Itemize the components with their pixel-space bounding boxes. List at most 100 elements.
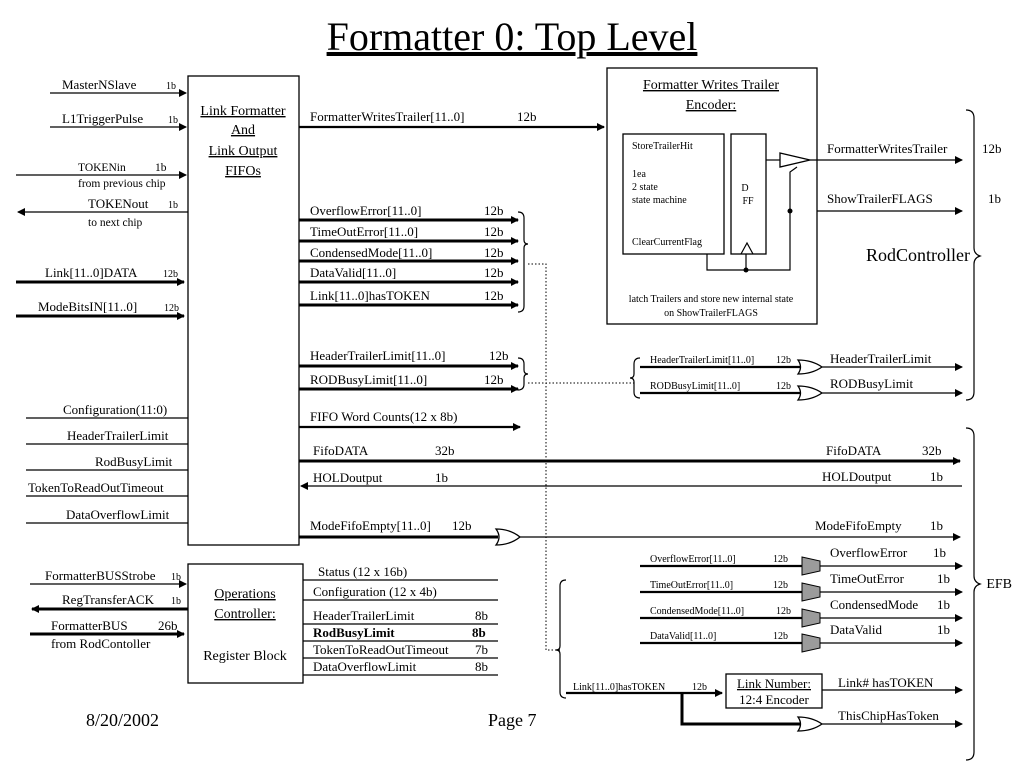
lf-out-fifodata: FifoDATA <box>313 443 369 458</box>
state-machine-line-2: 2 state <box>632 182 658 193</box>
gate-in-overflowerror: OverflowError[11..0] <box>650 554 736 565</box>
link-number-label-1: Link Number: <box>737 676 811 691</box>
right-out-linkhastoken: Link# hasTOKEN <box>838 675 934 690</box>
right-out-rodbusylimit: RODBusyLimit <box>830 376 913 391</box>
right-out-showtrailerflags: ShowTrailerFLAGS <box>827 191 933 206</box>
mux-gate-overflowerror <box>801 556 821 576</box>
lf-out-fifodata-width: 32b <box>435 443 455 458</box>
config-input-dataoverflowlimit: DataOverflowLimit <box>66 507 170 522</box>
input-l1triggerpulse-width: 1b <box>168 115 178 126</box>
bus-output-regtransferack-label: RegTransferACK <box>62 592 155 607</box>
right-out-datavalid-width: 1b <box>937 622 950 637</box>
config-input-configuration: Configuration(11:0) <box>63 402 167 417</box>
lf-out-datavalid: DataValid[11..0] <box>310 265 396 280</box>
bus-input-formatterbus-width: 26b <box>158 618 178 633</box>
output-tokenout-label: TOKENout <box>88 196 149 211</box>
state-machine-clear: ClearCurrentFlag <box>632 237 702 248</box>
lf-in-holdoutput-width: 1b <box>435 470 448 485</box>
right-out-condensedmode-width: 1b <box>937 597 950 612</box>
link-formatter-label-2: And <box>231 123 255 138</box>
operations-controller-block <box>187 563 304 684</box>
mux-gate-timeouterror <box>801 582 821 602</box>
bus-input-strobe-label: FormatterBUSStrobe <box>45 568 156 583</box>
state-machine-line-3: state machine <box>632 195 687 206</box>
footer-date: 8/20/2002 <box>86 710 159 730</box>
lf-out-formatterwritestrailer-width: 12b <box>517 109 537 124</box>
dff-label-2: FF <box>742 196 754 207</box>
right-out-showtrailerflags-width: 1b <box>988 191 1001 206</box>
lf-out-linkhastoken: Link[11..0]hasTOKEN <box>310 288 430 303</box>
lf-in-holdoutput: HOLDoutput <box>313 470 383 485</box>
right-out-fifodata: FifoDATA <box>826 443 882 458</box>
ops-out-configuration: Configuration (12 x 4b) <box>313 584 437 599</box>
state-machine-line-1: 1ea <box>632 169 646 180</box>
lf-out-rodbusylimit: RODBusyLimit[11..0] <box>310 372 427 387</box>
lf-out-fifowordcounts: FIFO Word Counts(12 x 8b) <box>310 409 458 424</box>
ops-label-1: Operations <box>214 587 275 602</box>
right-out-modefifoempty: ModeFifoEmpty <box>815 518 902 533</box>
mux-gate-condensedmode <box>801 608 821 628</box>
gate-in-condensedmode: CondensedMode[11..0] <box>650 606 744 617</box>
lf-out-headertrailerlimit-width: 12b <box>489 348 509 363</box>
state-machine-box <box>622 133 725 255</box>
or-gate-rodbusylimit <box>796 385 824 401</box>
encoder-note-1: latch Trailers and store new internal st… <box>629 294 794 305</box>
config-input-tokentoreadouttimeout: TokenToReadOutTimeout <box>28 480 164 495</box>
link-number-label-2: 12:4 Encoder <box>739 692 809 707</box>
bus-input-strobe-width: 1b <box>171 572 181 583</box>
gate-in-headertrailerlimit-width: 12b <box>776 355 791 366</box>
lf-out-formatterwritestrailer: FormatterWritesTrailer[11..0] <box>310 109 464 124</box>
link-formatter-label-1: Link Formatter <box>200 104 285 119</box>
ops-out-status: Status (12 x 16b) <box>318 564 407 579</box>
lf-out-headertrailerlimit: HeaderTrailerLimit[11..0] <box>310 348 446 363</box>
right-out-headertrailerlimit: HeaderTrailerLimit <box>830 351 932 366</box>
ops-label-2: Controller: <box>214 607 275 622</box>
input-masternslave-label: MasterNSlave <box>62 77 137 92</box>
input-tokenin-width: 1b <box>155 162 167 174</box>
gate-in-rodbusylimit-width: 12b <box>776 381 791 392</box>
gate-in-datavalid-width: 12b <box>773 631 788 642</box>
lf-out-datavalid-width: 12b <box>484 265 504 280</box>
ops-label-4: Register Block <box>203 649 287 664</box>
link-formatter-label-4: FIFOs <box>225 164 261 179</box>
dff-label-1: D <box>741 183 748 194</box>
ops-out-headertrailerlimit: HeaderTrailerLimit <box>313 608 415 623</box>
or-gate-thischiphastoken <box>796 716 824 732</box>
right-out-modefifoempty-width: 1b <box>930 518 943 533</box>
encoder-title-1: Formatter Writes Trailer <box>643 78 779 93</box>
gate-in-rodbusylimit: RODBusyLimit[11..0] <box>650 381 740 392</box>
ops-out-tokentoreadouttimeout: TokenToReadOutTimeout <box>313 642 449 657</box>
ops-out-rodbusylimit-width: 8b <box>472 625 486 640</box>
input-modebits-width: 12b <box>164 303 179 314</box>
lf-out-timeouterror: TimeOutError[11..0] <box>310 224 418 239</box>
lf-out-overflowerror: OverflowError[11..0] <box>310 203 421 218</box>
lf-out-rodbusylimit-width: 12b <box>484 372 504 387</box>
right-out-overflowerror: OverflowError <box>830 545 908 560</box>
bus-input-formatterbus-sub: from RodContoller <box>51 636 151 651</box>
input-masternslave-width: 1b <box>166 81 176 92</box>
right-out-formatterwritestrailer-width: 12b <box>982 141 1002 156</box>
input-linkdata-label: Link[11..0]DATA <box>45 265 138 280</box>
lf-out-linkhastoken-width: 12b <box>484 288 504 303</box>
right-out-formatterwritestrailer: FormatterWritesTrailer <box>827 141 948 156</box>
input-linkdata-width: 12b <box>163 269 178 280</box>
link-number-encoder-block <box>725 673 823 709</box>
lf-out-modefifoempty-width: 12b <box>452 518 472 533</box>
link-formatter-label-3: Link Output <box>209 144 278 159</box>
output-tokenout-width: 1b <box>168 200 178 211</box>
right-out-fifodata-width: 32b <box>922 443 942 458</box>
d-flipflop-box <box>730 133 767 255</box>
bus-output-regtransferack-width: 1b <box>171 596 181 607</box>
group-efb: EFB <box>986 577 1012 592</box>
gate-in-linkhastoken-width: 12b <box>692 682 707 693</box>
page-title: Formatter 0: Top Level <box>327 14 698 59</box>
lf-out-condensedmode-width: 12b <box>484 245 504 260</box>
right-out-timeouterror-width: 1b <box>937 571 950 586</box>
link-formatter-block <box>187 75 300 546</box>
gate-in-datavalid: DataValid[11..0] <box>650 631 716 642</box>
gate-in-timeouterror: TimeOutError[11..0] <box>650 580 733 591</box>
gate-in-headertrailerlimit: HeaderTrailerLimit[11..0] <box>650 355 754 366</box>
right-out-datavalid: DataValid <box>830 622 882 637</box>
